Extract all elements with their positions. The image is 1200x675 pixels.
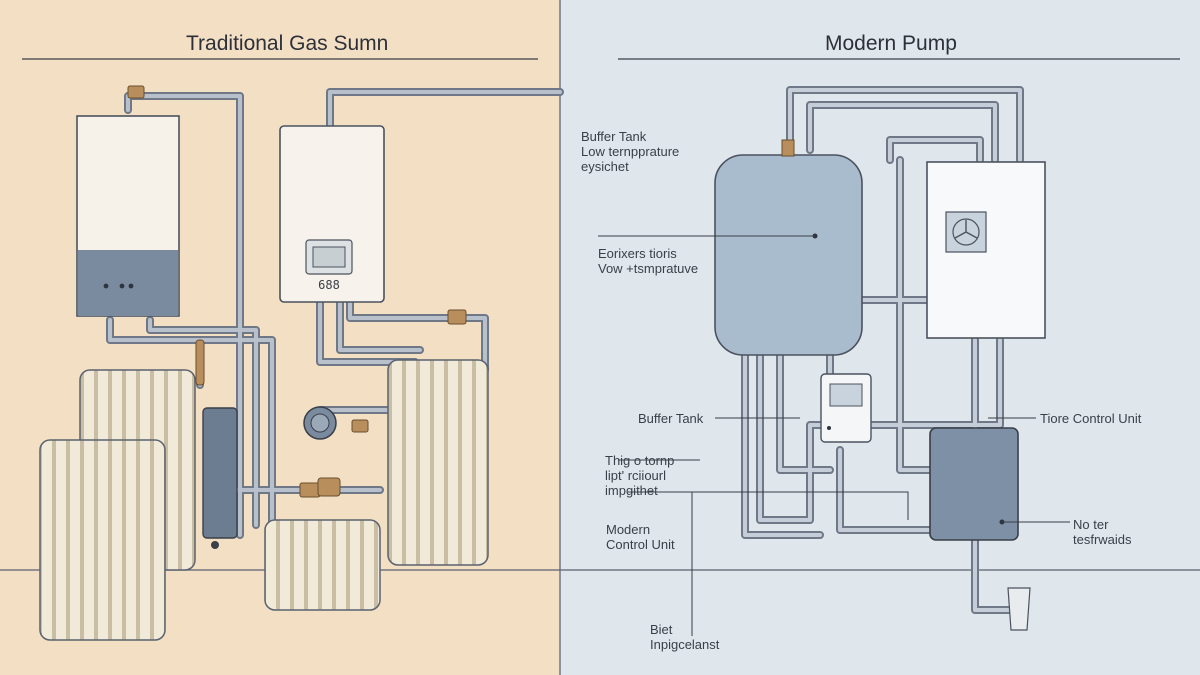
drain-cup	[1007, 587, 1031, 631]
label-bottom: Biet Inpigcelanst	[650, 622, 720, 652]
label-third: Thig o tornp lipt' rciiourl impgithet	[605, 453, 675, 498]
radiator-center	[264, 519, 381, 611]
right-background	[560, 0, 1200, 675]
label-leader-lines	[598, 235, 1070, 636]
buffer-tank	[714, 139, 863, 356]
circulation-pump	[303, 406, 337, 440]
combi-boiler	[76, 115, 180, 317]
label-middle: Eorixers tioris Vow +tsmpratuve	[598, 246, 699, 276]
boiler-display: 688	[318, 278, 340, 292]
radiator-right	[387, 359, 489, 566]
label-buffer-tank: Buffer Tank	[638, 411, 704, 426]
left-panel-title: Traditional Gas Sumn	[186, 32, 389, 55]
label-control-unit-right: Tiore Control Unit	[1040, 411, 1142, 426]
gas-boiler: 688	[279, 125, 385, 303]
brass-valves	[127, 85, 467, 498]
storage-cylinder	[929, 427, 1019, 541]
label-no-ter: No ter tesfrwaids	[1073, 517, 1132, 547]
right-panel-title: Modern Pump	[825, 32, 957, 55]
left-pipework	[106, 88, 564, 539]
expansion-vessel	[202, 407, 238, 549]
label-buffer-tank-top: Buffer Tank Low ternpprature eysichet	[581, 129, 680, 174]
heat-pump-unit	[926, 161, 1046, 339]
radiator-front-left	[39, 439, 166, 641]
control-unit	[820, 373, 872, 443]
label-modern-control: Modern Control Unit	[606, 522, 675, 552]
